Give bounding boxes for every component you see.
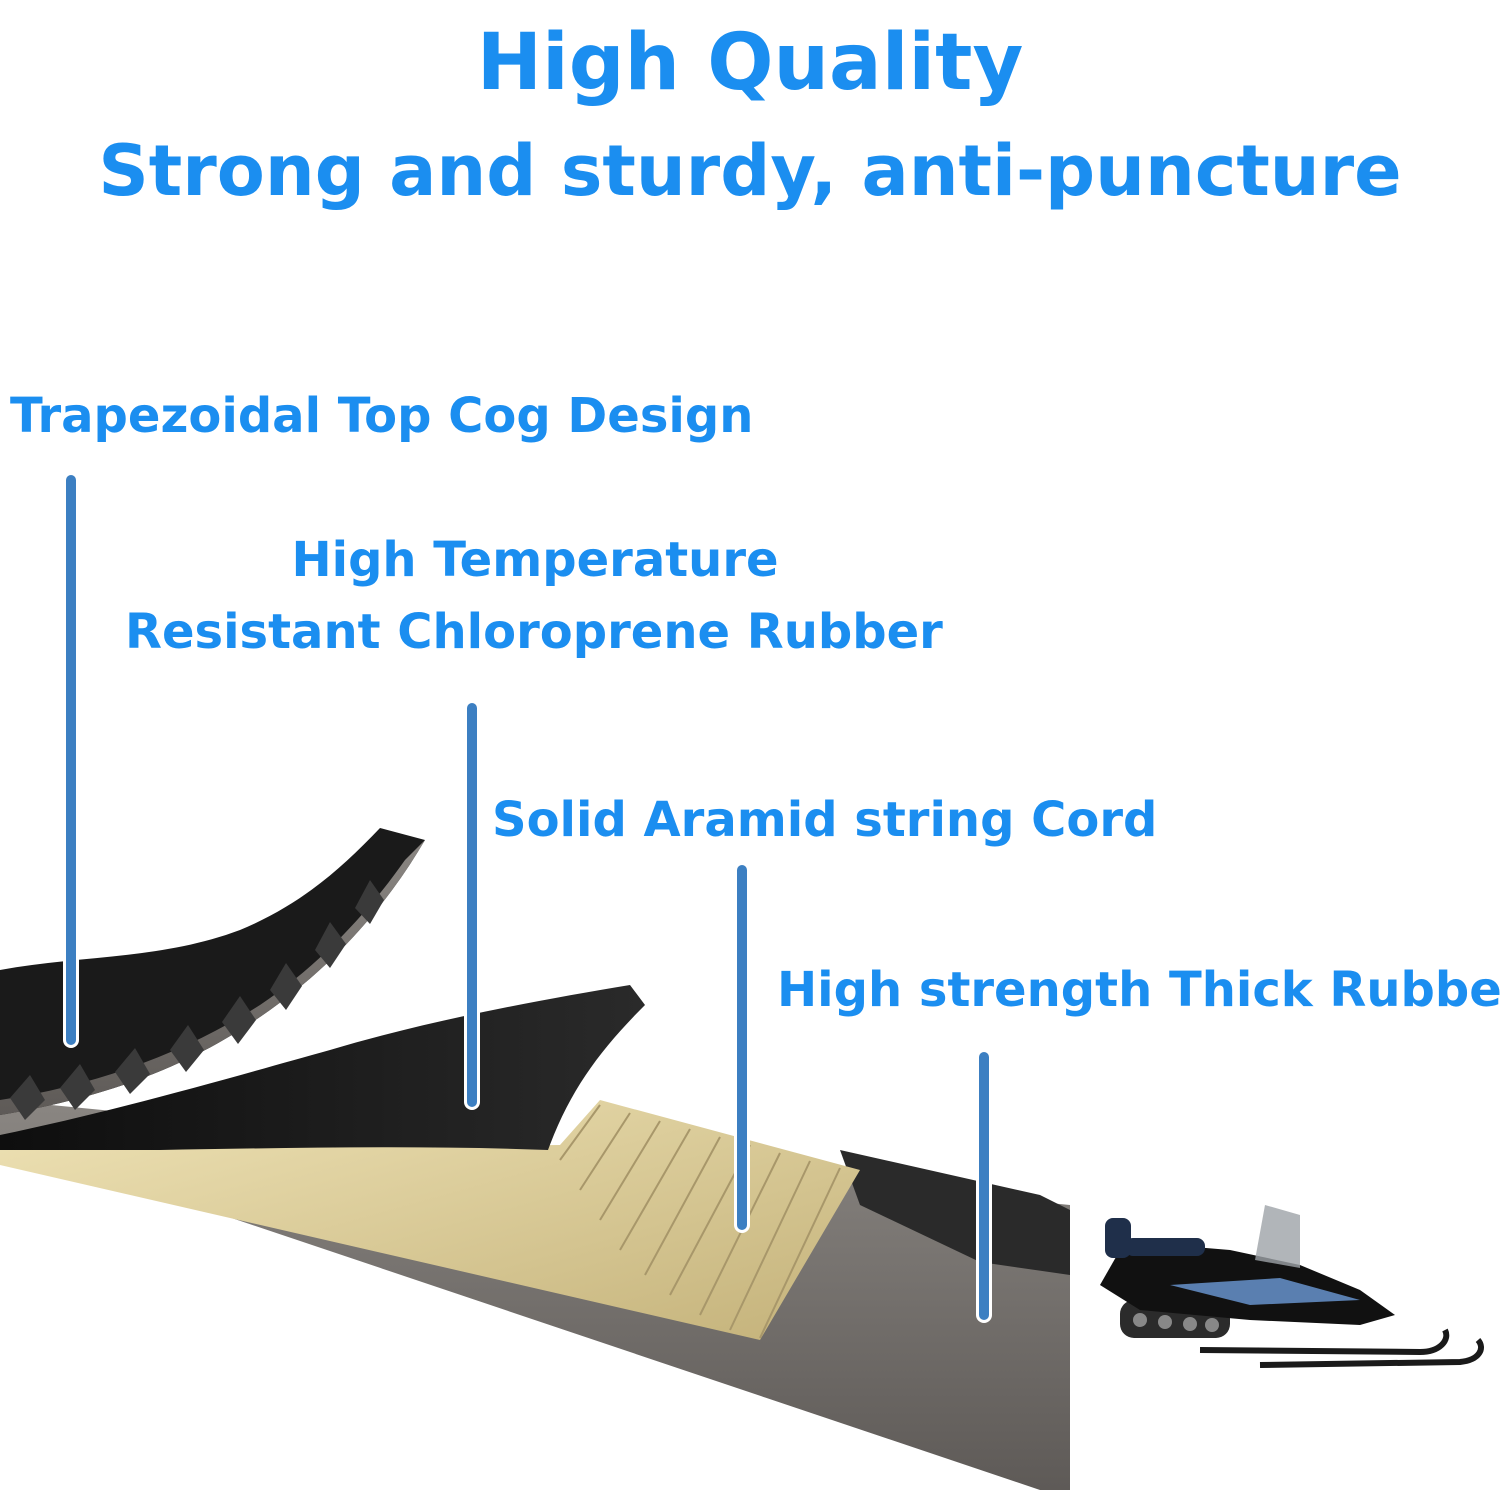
snowmobile-icon (1100, 1205, 1484, 1368)
label-chloroprene-line2: Resistant Chloroprene Rubber (125, 604, 943, 660)
label-top-cog: Trapezoidal Top Cog Design (10, 388, 754, 444)
page-subtitle: Strong and sturdy, anti-puncture (98, 130, 1402, 212)
top-cog-layer (0, 828, 425, 1120)
label-thick-rubber: High strength Thick Rubber (777, 962, 1500, 1018)
aramid-cord-layer (0, 1100, 860, 1340)
page-title: High Quality (476, 18, 1024, 108)
label-chloroprene-line1: High Temperature (291, 532, 779, 588)
chloroprene-rubber-layer (0, 985, 645, 1150)
label-aramid: Solid Aramid string Cord (492, 792, 1158, 848)
